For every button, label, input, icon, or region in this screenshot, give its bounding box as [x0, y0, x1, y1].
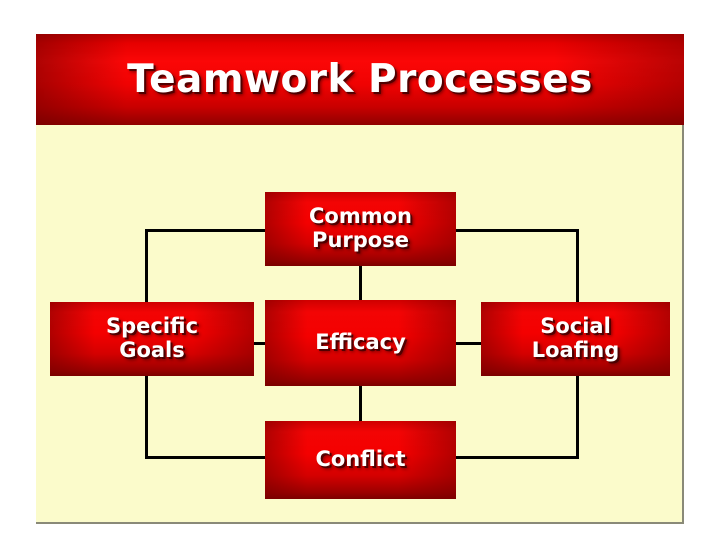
connector-common-purpose-to-left: [145, 229, 267, 232]
connector-specific-goals-to-efficacy: [251, 342, 269, 345]
node-efficacy[interactable]: Efficacy: [265, 300, 456, 386]
title-banner: Teamwork Processes: [36, 34, 684, 125]
slide: Teamwork Processes Common Purpose Specif…: [36, 34, 684, 524]
connector-conflict-to-right: [453, 456, 579, 459]
teamwork-processes-diagram: Common Purpose Specific Goals Efficacy S…: [36, 125, 684, 524]
node-efficacy-label: Efficacy: [315, 330, 406, 355]
connector-efficacy-to-conflict: [359, 383, 362, 424]
node-common-purpose-line2: Purpose: [312, 228, 409, 252]
node-specific-goals[interactable]: Specific Goals: [50, 302, 254, 376]
connector-conflict-to-left: [145, 456, 269, 459]
connector-common-purpose-to-right: [454, 229, 579, 232]
connector-left-vertical-top: [145, 229, 148, 305]
node-conflict-label: Conflict: [315, 447, 406, 472]
connector-common-purpose-to-efficacy: [359, 263, 362, 303]
node-social-loafing-line2: Loafing: [531, 338, 620, 362]
connector-efficacy-to-social-loafing: [453, 342, 484, 345]
node-social-loafing[interactable]: Social Loafing: [481, 302, 670, 376]
node-common-purpose-line1: Common: [309, 204, 412, 229]
node-conflict[interactable]: Conflict: [265, 421, 456, 499]
node-social-loafing-line1: Social: [540, 314, 611, 339]
connector-right-vertical-bottom: [576, 374, 579, 458]
page-title: Teamwork Processes: [127, 57, 593, 102]
connector-right-vertical-top: [576, 229, 579, 305]
node-specific-goals-line2: Goals: [119, 338, 185, 362]
node-specific-goals-line1: Specific: [105, 314, 199, 339]
connector-left-vertical-bottom: [145, 374, 148, 458]
node-common-purpose[interactable]: Common Purpose: [265, 192, 456, 266]
